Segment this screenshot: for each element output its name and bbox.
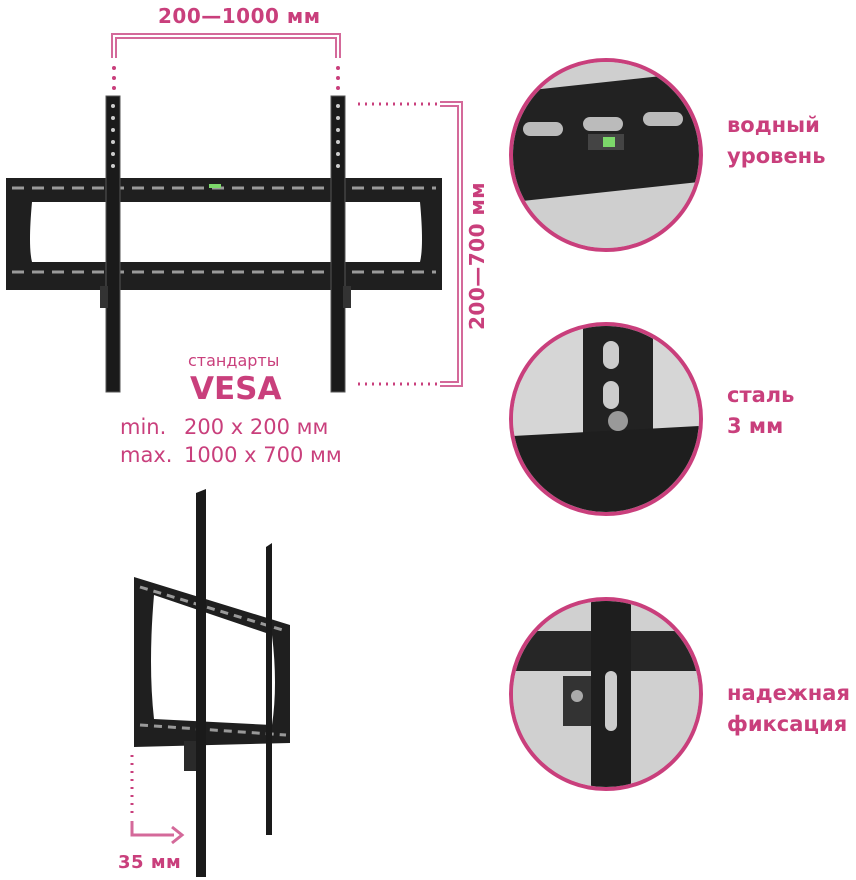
feature-secure-lock-line1: надежная xyxy=(727,681,850,705)
mount-front-view xyxy=(6,33,463,393)
vesa-max: max. 1000 x 700 мм xyxy=(120,442,342,468)
steel-detail-image xyxy=(509,322,703,516)
vesa-max-value: 1000 x 700 мм xyxy=(184,443,342,467)
mount-perspective-view xyxy=(130,489,290,877)
vesa-caption: стандарты xyxy=(188,351,280,370)
vesa-min-label: min. xyxy=(120,415,167,439)
vesa-max-label: max. xyxy=(120,443,173,467)
feature-water-level-line1: водный xyxy=(727,113,820,137)
feature-secure-lock-line2: фиксация xyxy=(727,712,848,736)
water-level-detail-image xyxy=(509,58,703,252)
vesa-min: min. 200 x 200 мм xyxy=(120,414,328,440)
width-dimension-label: 200—1000 мм xyxy=(158,4,321,28)
feature-steel-line2: 3 мм xyxy=(727,414,784,438)
depth-dimension-label: 35 мм xyxy=(118,852,182,873)
feature-steel: сталь 3 мм xyxy=(727,380,794,442)
feature-water-level-line2: уровень xyxy=(727,144,826,168)
feature-secure-lock: надежная фиксация xyxy=(727,678,850,740)
feature-water-level: водный уровень xyxy=(727,110,825,172)
secure-lock-detail-image xyxy=(509,597,703,791)
feature-steel-line1: сталь xyxy=(727,383,795,407)
vesa-min-value: 200 x 200 мм xyxy=(184,415,329,439)
vesa-title: VESA xyxy=(190,371,282,407)
